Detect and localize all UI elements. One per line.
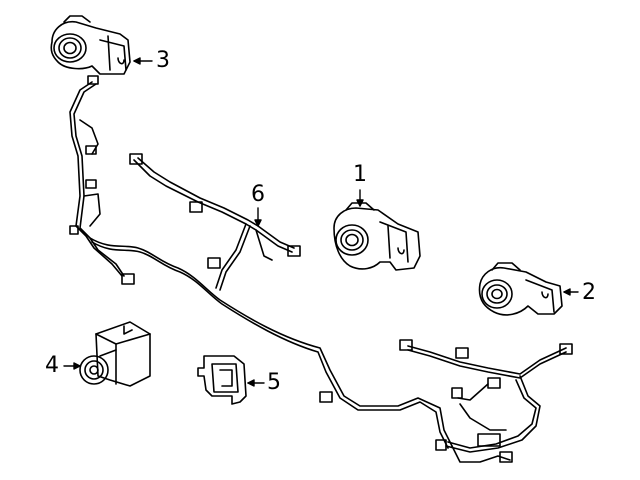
camera-4	[79, 321, 151, 387]
bracket-5	[197, 355, 247, 405]
callout-2: 2	[582, 280, 596, 305]
wiring-harness-6	[69, 75, 573, 463]
sensor-2	[478, 262, 563, 316]
callout-1: 1	[353, 162, 367, 187]
leader-lines	[63, 57, 579, 387]
callout-5: 5	[267, 370, 281, 395]
callout-4: 4	[45, 353, 59, 378]
sensor-1	[333, 202, 421, 271]
callout-3: 3	[156, 48, 170, 73]
callout-6: 6	[251, 182, 265, 207]
sensor-3	[50, 15, 131, 75]
